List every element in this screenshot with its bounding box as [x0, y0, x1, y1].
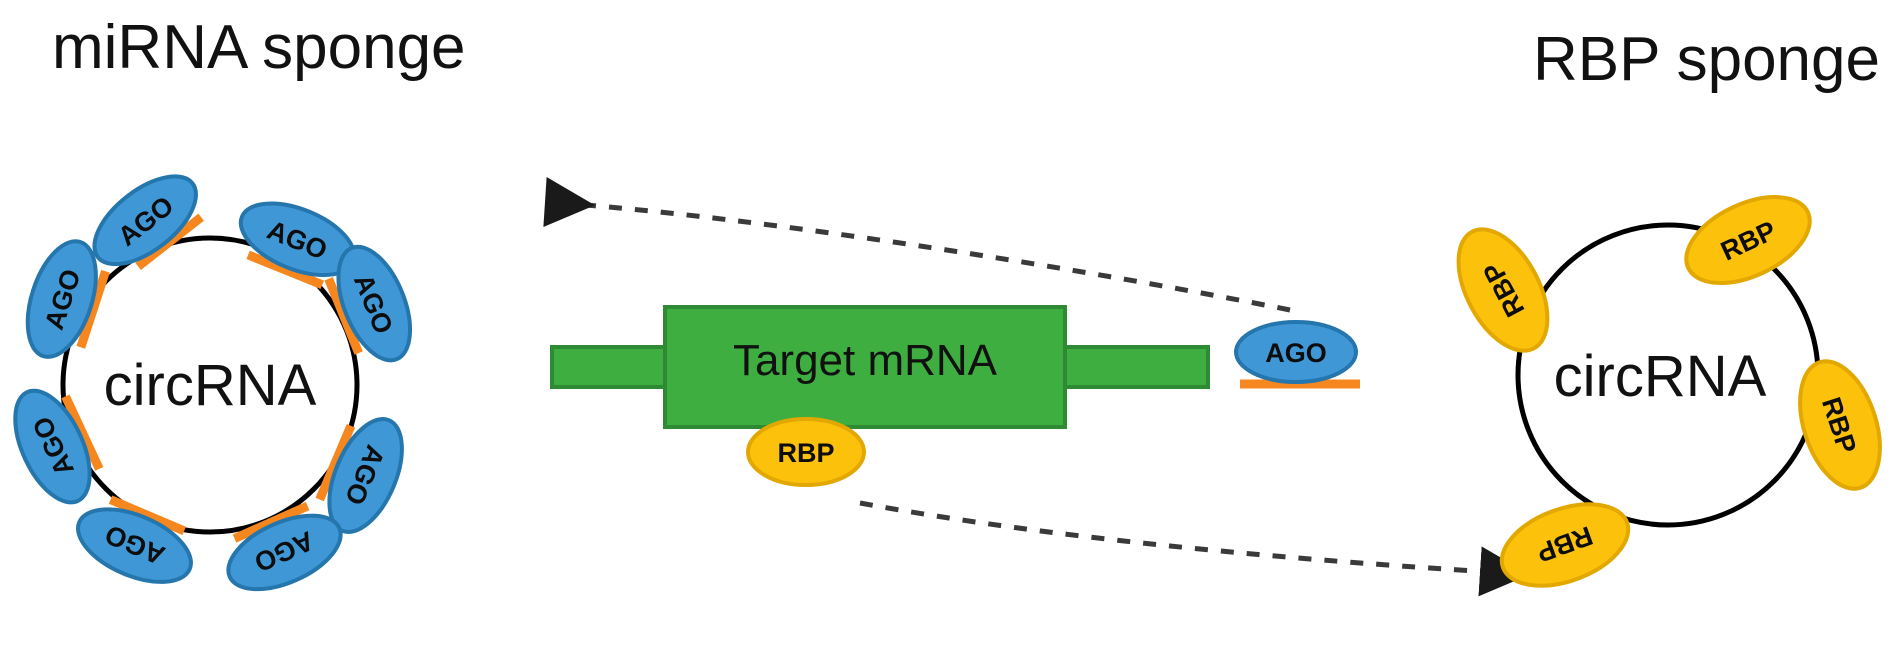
rbp-protein-icon [1798, 359, 1882, 491]
mrna-coding-box [663, 305, 1067, 429]
mirna-strand-icon [324, 277, 363, 355]
mirna-strand-icon [61, 394, 104, 471]
rbp-unit-3[interactable]: RBP [1785, 351, 1894, 499]
mirna-strand-icon [108, 495, 186, 536]
page-title-left: miRNA sponge [52, 13, 466, 82]
mirna-strand-icon [135, 213, 204, 270]
ago-label: AGO [1265, 338, 1327, 368]
mirna-strand-icon [246, 250, 324, 290]
ago-unit-4[interactable]: AGO [321, 237, 424, 372]
arrow-mrna-ago-to-mirna-sponge [543, 177, 1291, 313]
ago-protein-icon [226, 513, 343, 592]
rbp-unit-2[interactable]: RBP [1440, 215, 1566, 365]
mrna-bound-ago-unit[interactable]: AGO [1234, 320, 1360, 389]
page-title-right: RBP sponge [1533, 25, 1880, 94]
rbp-protein-icon [1684, 195, 1812, 285]
mrna-label: Target mRNA [733, 336, 998, 385]
rbp-unit-1[interactable]: RBP [1673, 179, 1823, 300]
rbp-protein-icon [746, 417, 866, 487]
ago-unit-3[interactable]: AGO [15, 233, 112, 367]
arrow-mrna-rbp-to-rbp-sponge [859, 500, 1530, 597]
ago-protein-icon [92, 174, 198, 267]
mrna-3utr-bar [1060, 345, 1210, 389]
rbp-unit-4[interactable]: RBP [1491, 489, 1640, 602]
ago-protein-icon [76, 507, 193, 584]
mrna-bound-rbp-unit[interactable]: RBP [746, 417, 866, 487]
mirna-strand-icon [315, 424, 356, 502]
circrna-label-left: circRNA [104, 353, 317, 418]
rbp-protein-icon [1499, 502, 1631, 588]
rbp-label: RBP [777, 438, 834, 468]
ago-unit-8[interactable]: AGO [216, 498, 351, 604]
ago-unit-2[interactable]: AGO [230, 189, 365, 292]
ago-protein-icon [13, 388, 92, 505]
rbp-sponge-panel: circRNA RBP RBP RBP RBP [1440, 179, 1894, 602]
mirna-strand-icon [76, 269, 110, 349]
mirna-sponge-panel: circRNA AGO AGO AGO [0, 160, 424, 604]
ago-unit-5[interactable]: AGO [0, 378, 108, 513]
circrna-label-right: circRNA [1554, 344, 1767, 409]
ago-unit-7[interactable]: AGO [68, 492, 203, 597]
ago-protein-icon [25, 239, 98, 359]
ago-protein-icon [1234, 320, 1358, 384]
ago-unit-1[interactable]: AGO [79, 160, 212, 283]
ago-protein-icon [336, 244, 413, 363]
mirna-strand-icon [232, 501, 310, 543]
target-mrna-panel: Target mRNA AGO RBP [550, 305, 1360, 487]
rbp-protein-icon [1456, 227, 1550, 353]
mrna-5utr-bar [550, 345, 684, 389]
circrna-circle-left [60, 235, 360, 535]
